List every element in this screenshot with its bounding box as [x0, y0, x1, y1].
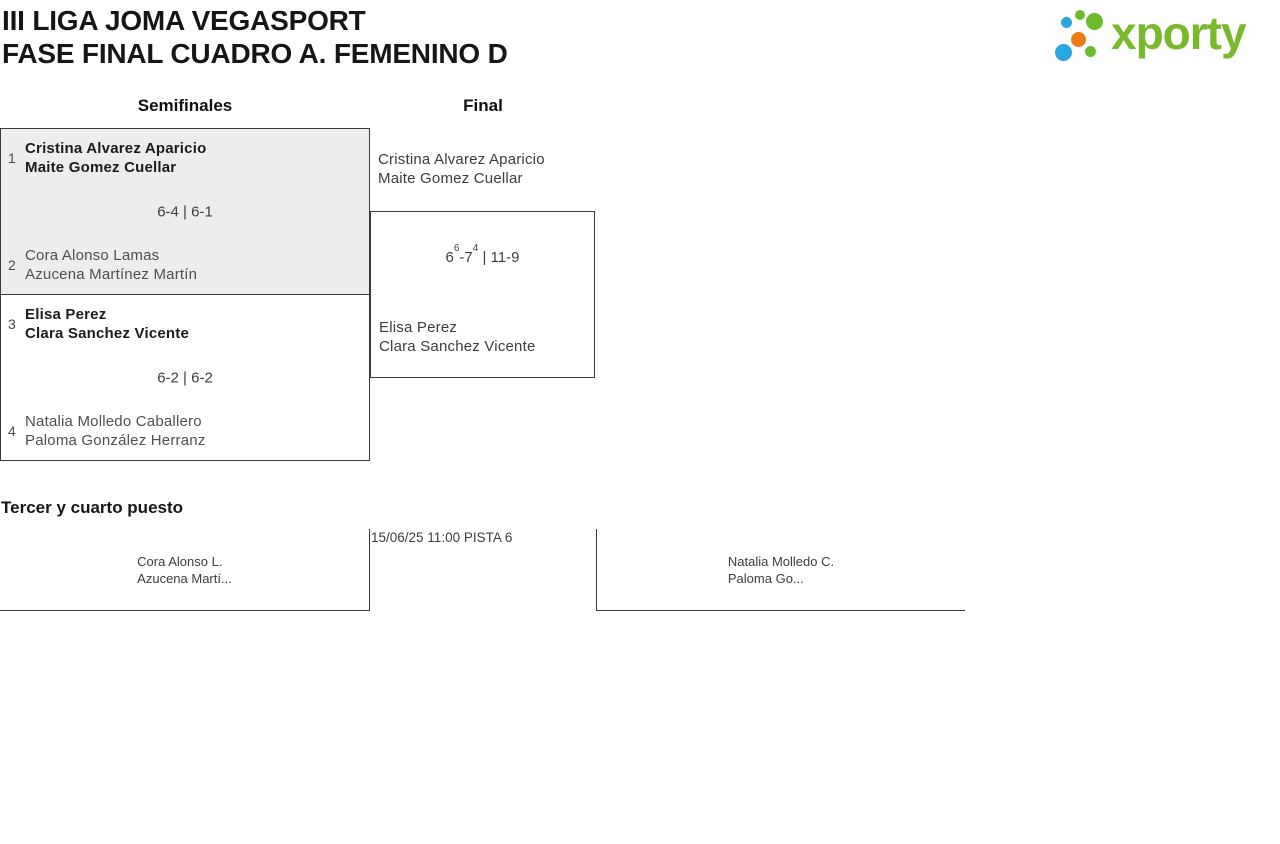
- logo-dot-icon: [1075, 10, 1085, 20]
- seed-number: 1: [8, 150, 16, 166]
- player-name: Elisa Perez: [379, 319, 458, 336]
- third-place-heading: Tercer y cuarto puesto: [1, 498, 184, 517]
- logo-dot-icon: [1085, 46, 1096, 57]
- score-part: | 11-9: [478, 249, 520, 266]
- player-name: Natalia Molledo Caballero: [25, 413, 202, 430]
- team-row: 1 Cristina Alvarez Aparicio Maite Gomez …: [1, 139, 369, 177]
- match-score: 6-2 | 6-2: [157, 369, 213, 386]
- player-name: Paloma González Herranz: [25, 432, 206, 449]
- tiebreak-score: 4: [472, 243, 479, 254]
- team-names: Natalia Molledo Caballero Paloma Gonzále…: [25, 412, 206, 450]
- seed-number: 4: [8, 423, 16, 439]
- third-place-schedule: 15/06/25 11:00 PISTA 6: [371, 530, 513, 545]
- logo-wordmark: xporty: [1111, 7, 1247, 59]
- player-name: Maite Gomez Cuellar: [378, 170, 523, 187]
- xporty-logo[interactable]: xporty: [1055, 6, 1272, 64]
- final-team-top: Cristina Alvarez Aparicio Maite Gomez Cu…: [378, 150, 545, 188]
- team-row: 2 Cora Alonso Lamas Azucena Martínez Mar…: [1, 246, 369, 284]
- team-names: Elisa Perez Clara Sanchez Vicente: [25, 305, 189, 343]
- team-names: Cristina Alvarez Aparicio Maite Gomez Cu…: [25, 139, 206, 177]
- player-name: Azucena Martínez Martín: [25, 266, 198, 283]
- page-title: III LIGA JOMA VEGASPORT FASE FINAL CUADR…: [2, 4, 508, 70]
- player-name: Maite Gomez Cuellar: [25, 159, 177, 176]
- logo-dot-icon: [1055, 44, 1072, 61]
- player-name: Natalia Molledo C.: [727, 553, 835, 569]
- final-match[interactable]: 66-74 | 11-9 Elisa Perez Clara Sanchez V…: [370, 211, 595, 378]
- logo-dot-icon: [1071, 32, 1086, 47]
- seed-number: 3: [8, 316, 16, 332]
- third-place-team-right-box[interactable]: Natalia Molledo C. Paloma Go...: [596, 529, 965, 611]
- player-name: Elisa Perez: [25, 306, 107, 323]
- player-name: Cristina Alvarez Aparicio: [378, 151, 545, 168]
- score-part: 6: [445, 249, 454, 266]
- player-name: Cristina Alvarez Aparicio: [25, 140, 207, 157]
- player-name: Cora Alonso Lamas: [25, 247, 160, 264]
- seed-number: 2: [8, 257, 16, 273]
- third-place-team-left-box[interactable]: Cora Alonso L. Azucena Martí...: [0, 529, 370, 611]
- player-name: Azucena Martí...: [137, 570, 232, 586]
- score-part: -7: [459, 249, 473, 266]
- logo-dot-icon: [1061, 17, 1072, 28]
- team-names: Natalia Molledo C. Paloma Go...: [728, 553, 834, 587]
- player-name: Clara Sanchez Vicente: [25, 325, 189, 342]
- team-names: Cora Alonso L. Azucena Martí...: [137, 553, 232, 587]
- final-score: 66-74 | 11-9: [371, 243, 594, 266]
- player-name: Cora Alonso L.: [137, 553, 223, 569]
- round-header-final: Final: [463, 96, 503, 115]
- tiebreak-score: 6: [453, 243, 460, 254]
- round-header-semifinals: Semifinales: [137, 96, 233, 115]
- semifinal-match-2[interactable]: 3 Elisa Perez Clara Sanchez Vicente 6-2 …: [0, 295, 370, 461]
- logo-dot-icon: [1086, 13, 1103, 30]
- player-name: Paloma Go...: [727, 570, 804, 586]
- phase-name: FASE FINAL CUADRO A. FEMENINO D: [2, 38, 508, 69]
- team-names: Cora Alonso Lamas Azucena Martínez Martí…: [25, 246, 197, 284]
- match-score: 6-4 | 6-1: [157, 203, 213, 220]
- semifinal-match-1[interactable]: 1 Cristina Alvarez Aparicio Maite Gomez …: [0, 128, 370, 295]
- player-name: Clara Sanchez Vicente: [379, 338, 536, 355]
- team-row: 3 Elisa Perez Clara Sanchez Vicente: [1, 305, 369, 343]
- final-team-bottom: Elisa Perez Clara Sanchez Vicente: [379, 318, 536, 356]
- tournament-name: III LIGA JOMA VEGASPORT: [2, 5, 366, 36]
- team-row: 4 Natalia Molledo Caballero Paloma Gonzá…: [1, 412, 369, 450]
